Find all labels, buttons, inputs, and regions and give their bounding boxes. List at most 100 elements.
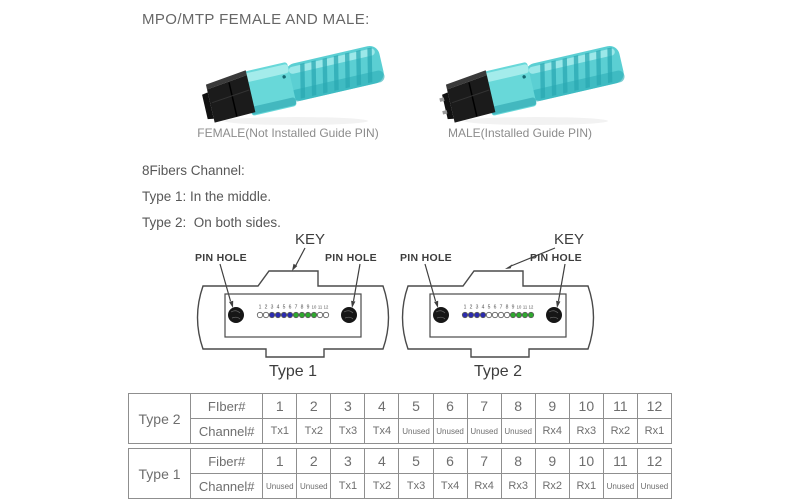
fiber-number: 7: [500, 305, 503, 311]
fiber-number-cell: 1: [262, 448, 298, 474]
female-connector-photo: [202, 46, 385, 125]
fiber-number: 1: [259, 305, 262, 311]
ferrule-face: [224, 293, 362, 338]
fiber-number-cell: 11: [602, 393, 638, 419]
channel-value-cell: Unused: [398, 418, 434, 444]
pin-hole-label-left: PIN HOLE: [195, 252, 247, 264]
key-arrow: [510, 247, 556, 267]
guide-pin: [442, 110, 448, 115]
fiber-number: 6: [494, 305, 497, 311]
fiber-number-cell: 2: [296, 448, 332, 474]
pin-hole-arrow-right: [352, 263, 361, 302]
fiber-dot-rx: [292, 311, 300, 319]
pin-hole-right: [546, 307, 562, 323]
fiber-dot-rx: [304, 311, 312, 319]
connector-body-outline: [401, 270, 595, 358]
fiber-dot-rx: [515, 311, 523, 319]
pin-hole-arrow-right: [557, 263, 566, 302]
channel-value-cell: Rx3: [500, 473, 536, 499]
fiber-dot-rx: [509, 311, 517, 319]
male-connector-label: MALE(Installed Guide PIN): [447, 126, 593, 140]
note-type1: Type 1: In the middle.: [142, 189, 272, 204]
fiber-number-cell: 10: [568, 448, 604, 474]
fiber-number-cell: 6: [432, 393, 468, 419]
channel-value-cell: Unused: [602, 473, 638, 499]
channel-value-cell: Tx3: [398, 473, 434, 499]
pin-hole-label-right: PIN HOLE: [325, 252, 377, 264]
boot-ridges: [540, 47, 613, 99]
fiber-dot-unused: [322, 311, 330, 319]
channel-value-cell: Rx4: [466, 473, 502, 499]
fiber-dot-tx: [274, 311, 282, 319]
channel-value-cell: Rx4: [534, 418, 570, 444]
fiber-number-cell: 5: [398, 393, 434, 419]
fiber-number: 6: [289, 305, 292, 311]
fiber-number-cell: 11: [602, 448, 638, 474]
fiber-number: 11: [318, 305, 323, 310]
connector-ferrule: [207, 75, 256, 123]
channel-value-cell: Tx1: [330, 473, 366, 499]
channel-value-cell: Tx4: [364, 418, 400, 444]
key-label: KEY: [295, 231, 325, 248]
type1-label: Type 1: [269, 363, 317, 380]
fiber-number: 8: [506, 305, 509, 311]
channel-value-cell: Unused: [466, 418, 502, 444]
fiber-dot-tx: [473, 311, 481, 319]
fiber-number-cell: 9: [534, 393, 570, 419]
fiber-dot-tx: [461, 311, 469, 319]
fiber-number: 4: [482, 305, 485, 311]
fiber-dot-tx: [280, 311, 288, 319]
pin-hole-right: [341, 307, 357, 323]
fiber-number-cell: 6: [432, 448, 468, 474]
fiber-number-cell: 8: [500, 448, 536, 474]
fiber-header-cell: Fiber#: [190, 448, 264, 474]
connector-shadow: [464, 117, 608, 125]
channel-value-cell: Tx2: [296, 418, 332, 444]
channel-value-cell: Unused: [296, 473, 332, 499]
fiber-number: 2: [470, 305, 473, 311]
channel-value-cell: Tx2: [364, 473, 400, 499]
note-type2: Type 2: On both sides.: [142, 215, 281, 230]
fiber-number: 5: [488, 305, 491, 311]
fiber-dot-rx: [527, 311, 535, 319]
connector-ferrule: [447, 75, 496, 123]
connector-body-outline: [196, 270, 390, 358]
fiber-number-cell: 4: [364, 448, 400, 474]
pin-hole-left: [433, 307, 449, 323]
type2-label: Type 2: [474, 363, 522, 380]
male-connector-photo: [439, 46, 625, 125]
guide-pin: [439, 97, 445, 102]
channel-value-cell: Tx3: [330, 418, 366, 444]
key-label: KEY: [554, 231, 584, 248]
fiber-dot-unused: [262, 311, 270, 319]
fiber-dot-unused: [316, 311, 324, 319]
pin-hole-arrow-left: [219, 263, 232, 302]
fiber-dot-tx: [286, 311, 294, 319]
fiber-dot-unused: [503, 311, 511, 319]
channel-header-cell: Channel#: [190, 418, 264, 444]
fiber-number-cell: 7: [466, 393, 502, 419]
fiber-number: 5: [283, 305, 286, 311]
fiber-dot-tx: [467, 311, 475, 319]
fiber-number: 3: [271, 305, 274, 311]
ferrule-face: [429, 293, 567, 338]
fiber-number: 9: [512, 305, 515, 311]
channel-value-cell: Tx1: [262, 418, 298, 444]
fiber-number: 1: [464, 305, 467, 311]
fiber-number: 10: [517, 305, 522, 310]
fiber-number: 4: [277, 305, 280, 311]
channel-value-cell: Tx4: [432, 473, 468, 499]
channel-header-cell: Channel#: [190, 473, 264, 499]
fiber-number-cell: 4: [364, 393, 400, 419]
housing-hole: [282, 75, 286, 79]
female-connector-label: FEMALE(Not Installed Guide PIN): [197, 126, 379, 140]
boot-ridges: [300, 47, 373, 99]
channel-value-cell: Rx2: [534, 473, 570, 499]
fiber-number-cell: 8: [500, 393, 536, 419]
